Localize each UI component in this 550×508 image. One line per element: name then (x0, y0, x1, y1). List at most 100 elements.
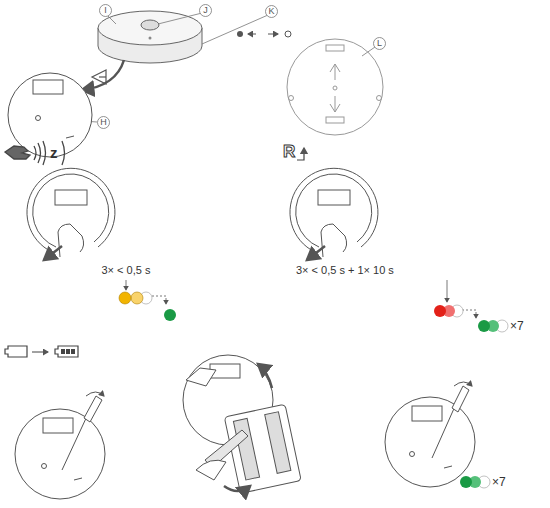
mounting-plate (326, 45, 344, 51)
led-blink (119, 292, 131, 304)
callout-letter: L (373, 37, 386, 50)
inclusion-symbol (43, 141, 46, 165)
reset-symbol-text: R (283, 142, 295, 162)
motion-sensor (149, 37, 152, 40)
led-indicator-symbol (237, 31, 291, 37)
screw-view (84, 396, 102, 422)
battery-symbol (32, 352, 48, 353)
inclusion-symbol (5, 146, 30, 159)
callout-circle: L (373, 37, 386, 50)
open-symbol (92, 70, 106, 84)
screw-view (15, 392, 105, 499)
led-blink (478, 320, 508, 332)
battery-compartment (224, 404, 301, 493)
mounting-plate (377, 96, 382, 101)
battery-compartment (265, 412, 291, 474)
screw-view (385, 382, 475, 487)
led-blink (460, 476, 472, 488)
inclusion-symbol-text: z (50, 144, 58, 161)
mounting-plate (326, 117, 344, 123)
motion-sensor (98, 11, 202, 45)
callout-outline (266, 6, 278, 18)
press-button-view (307, 246, 325, 260)
inclusion-symbol (34, 146, 36, 160)
screw-view (42, 464, 47, 469)
callout-outline (200, 5, 212, 17)
back-view (36, 116, 41, 121)
step-arrow (126, 280, 127, 290)
battery-symbol (61, 349, 65, 354)
screw-view (444, 466, 452, 468)
led-blink (434, 305, 463, 317)
open-symbol (99, 76, 106, 77)
led-blink (460, 476, 490, 488)
callout-letter: K (265, 5, 278, 18)
repeat-count: ×7 (492, 475, 506, 489)
battery-compartment (233, 418, 259, 480)
screw-view (454, 382, 472, 386)
mounting-plate (330, 96, 340, 112)
callout-circle: I (99, 4, 112, 17)
battery-compartment (186, 368, 216, 386)
step-arrow (462, 310, 476, 318)
inclusion-symbol (38, 143, 41, 163)
inclusion-symbol (5, 141, 65, 165)
callout-circle: H (97, 116, 110, 129)
leader-line (202, 15, 268, 44)
screw-view (74, 478, 82, 480)
inclusion-symbol (62, 141, 65, 165)
led-blink (434, 305, 446, 317)
screw-view (62, 414, 88, 470)
battery-symbol (71, 349, 75, 354)
led-indicator-symbol (237, 31, 243, 37)
battery-symbol (66, 349, 70, 354)
led-blink (478, 320, 490, 332)
leader-line (108, 16, 116, 24)
screw-view (86, 392, 104, 396)
press-button-view (58, 224, 84, 257)
screw-view (43, 418, 73, 433)
battery-symbol (5, 346, 78, 357)
battery-compartment (224, 486, 250, 491)
led-indicator-symbol (285, 31, 291, 37)
timing-text: 3× < 0,5 s (102, 264, 151, 276)
battery-symbol (5, 346, 27, 357)
screw-view (15, 409, 105, 499)
step-arrow (152, 296, 166, 304)
callout-outline (374, 38, 386, 50)
back-view (33, 80, 63, 94)
callout-circle: K (265, 5, 278, 18)
battery-compartment (183, 355, 301, 493)
led-blink (164, 309, 176, 321)
timing-text: 3× < 0,5 s + 1× 10 s (296, 264, 394, 276)
reset-arrow (297, 148, 304, 160)
battery-compartment (224, 404, 301, 493)
press-button-view (55, 190, 87, 205)
mounting-plate (287, 39, 383, 135)
led-blink (131, 292, 143, 304)
screw-view (432, 404, 456, 458)
press-button-view (318, 190, 350, 205)
mounting-plate (333, 86, 337, 90)
led-indicator-symbol (248, 34, 256, 35)
back-view (66, 136, 74, 138)
led-indicator-symbol (268, 34, 278, 35)
step-arrow (126, 280, 476, 318)
screw-view (410, 452, 415, 457)
mounting-plate (289, 96, 294, 101)
motion-sensor (98, 11, 202, 63)
open-symbol (92, 70, 106, 84)
repeat-count: ×7 (510, 319, 524, 333)
callout-outline (100, 5, 112, 17)
leader-line (158, 13, 202, 24)
battery-compartment (258, 364, 272, 388)
press-button-view (321, 224, 347, 257)
screw-view (452, 386, 469, 412)
rotate-arrow (82, 60, 124, 90)
step-arrow (447, 280, 448, 302)
press-button-view (27, 168, 115, 260)
rotate-arrow (82, 60, 124, 90)
battery-symbol (55, 346, 78, 357)
